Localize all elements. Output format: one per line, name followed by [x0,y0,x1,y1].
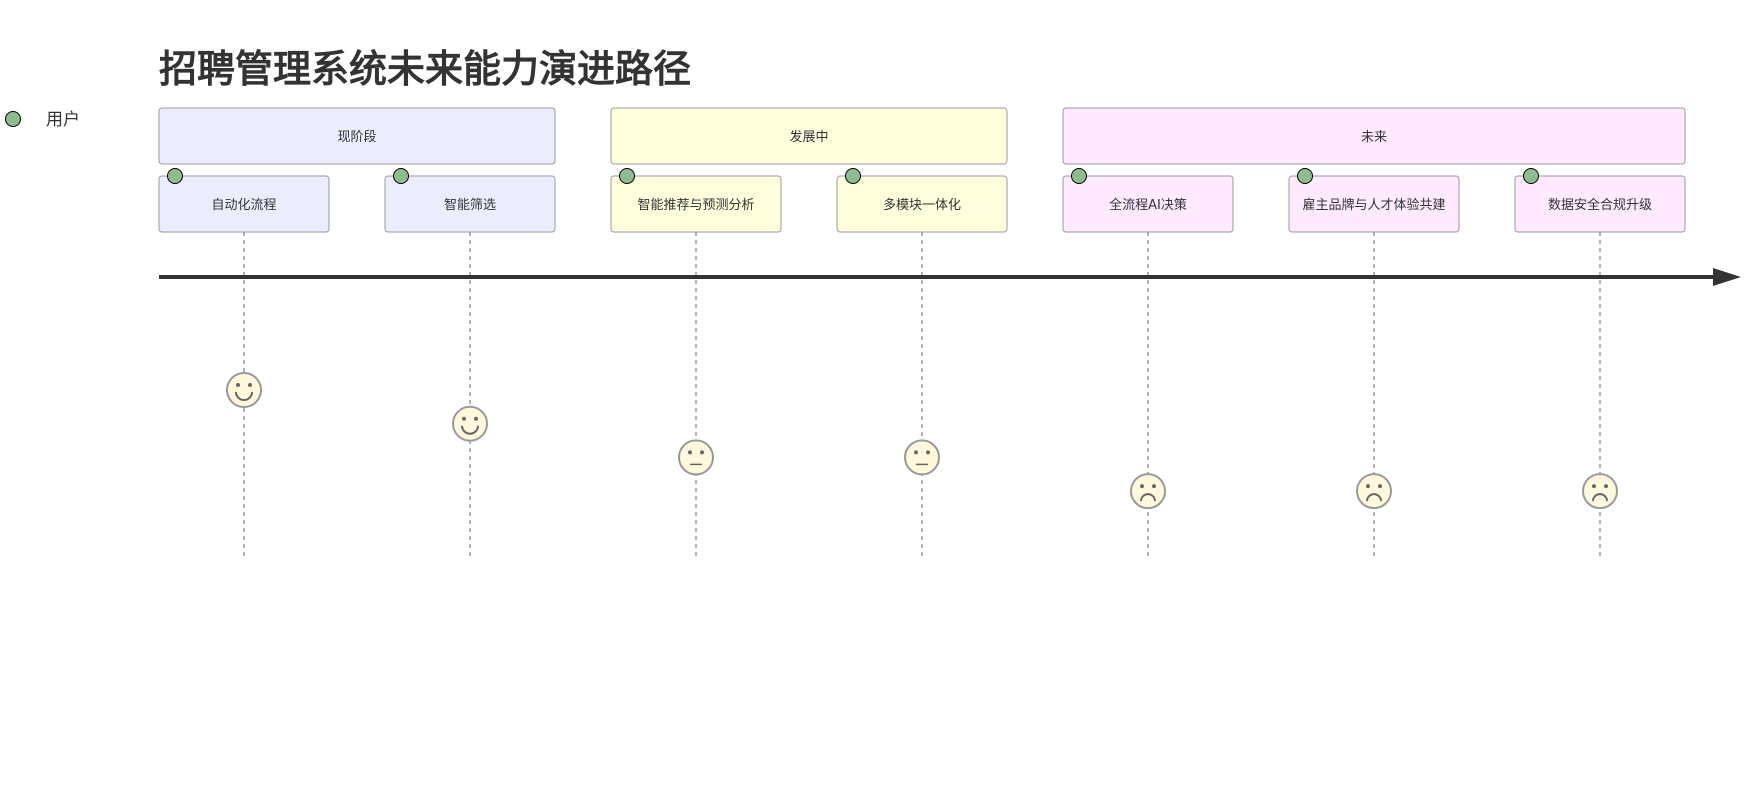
task-box [1288,175,1460,233]
face-frown [1140,493,1156,502]
task-label: 数据安全合规升级 [1548,197,1652,213]
face-circle [904,439,940,476]
face-smile [235,391,253,401]
task-label: 雇主品牌与人才体验共建 [1302,197,1445,213]
section-box [610,107,1008,165]
task-box [1514,175,1686,233]
face-circle [226,372,262,408]
face-right-eye [1152,484,1156,489]
face-right-eye [474,416,478,421]
task-label: 自动化流程 [211,198,276,213]
timeline-axis [159,268,1741,286]
face-left-eye [1366,484,1370,489]
legend-actor-dot [5,111,21,127]
mood-face-sad [1356,473,1392,510]
task-actor-dot [167,168,183,184]
task-actor-dot [393,168,409,184]
task-box [384,175,556,233]
face-circle [1582,473,1618,510]
timeline-arrowhead-icon [1713,268,1741,286]
mood-faces [226,372,1618,510]
face-right-eye [248,383,252,387]
mood-face-neutral [904,439,940,476]
face-left-eye [1592,484,1596,489]
section-box [158,107,556,165]
task-actor-dot [1071,168,1087,184]
face-left-eye [688,450,692,455]
face-left-eye [914,450,918,455]
sections: 现阶段 发展中 未来 [158,107,1686,165]
face-right-eye [700,450,704,455]
mood-face-neutral [678,439,714,476]
diagram-title: 招聘管理系统未来能力演进路径 [159,47,691,91]
face-left-eye [236,383,240,387]
mood-face-happy [226,372,262,408]
task-box [158,175,330,233]
tasks: 自动化流程 智能筛选 智能推荐与预测分析 多模块一体化 全流程AI决策 雇主品牌与人才体验… [158,168,1686,233]
section-box [1062,107,1686,165]
face-circle [1356,473,1392,510]
face-circle [1130,473,1166,510]
mood-face-sad [1582,473,1618,510]
task-box [610,175,782,233]
face-circle [452,405,488,442]
task-actor-dot [1297,168,1313,184]
legend: 用户 [5,110,80,130]
face-frown [1592,493,1608,502]
face-circle [678,439,714,476]
task-actor-dot [845,168,861,184]
task-actor-dot [1523,168,1539,184]
legend-actor-label: 用户 [46,110,80,130]
mood-face-sad [1130,473,1166,510]
section-label: 现阶段 [337,130,376,145]
face-right-eye [1378,484,1382,489]
section-label: 发展中 [789,129,828,145]
face-right-eye [1604,484,1608,489]
task-label: 多模块一体化 [883,197,961,213]
face-left-eye [1140,484,1144,489]
face-frown [1366,493,1382,502]
task-label: 智能推荐与预测分析 [637,198,754,213]
mood-face-happy [452,405,488,442]
task-box [1062,175,1234,233]
face-smile [461,425,479,435]
task-label: 全流程AI决策 [1109,197,1187,213]
section-label: 未来 [1361,130,1387,145]
face-left-eye [462,416,466,421]
task-label: 智能筛选 [444,198,496,213]
task-box [836,175,1008,233]
task-actor-dot [619,168,635,184]
face-right-eye [926,450,930,455]
task-guide-lines [243,232,1601,559]
